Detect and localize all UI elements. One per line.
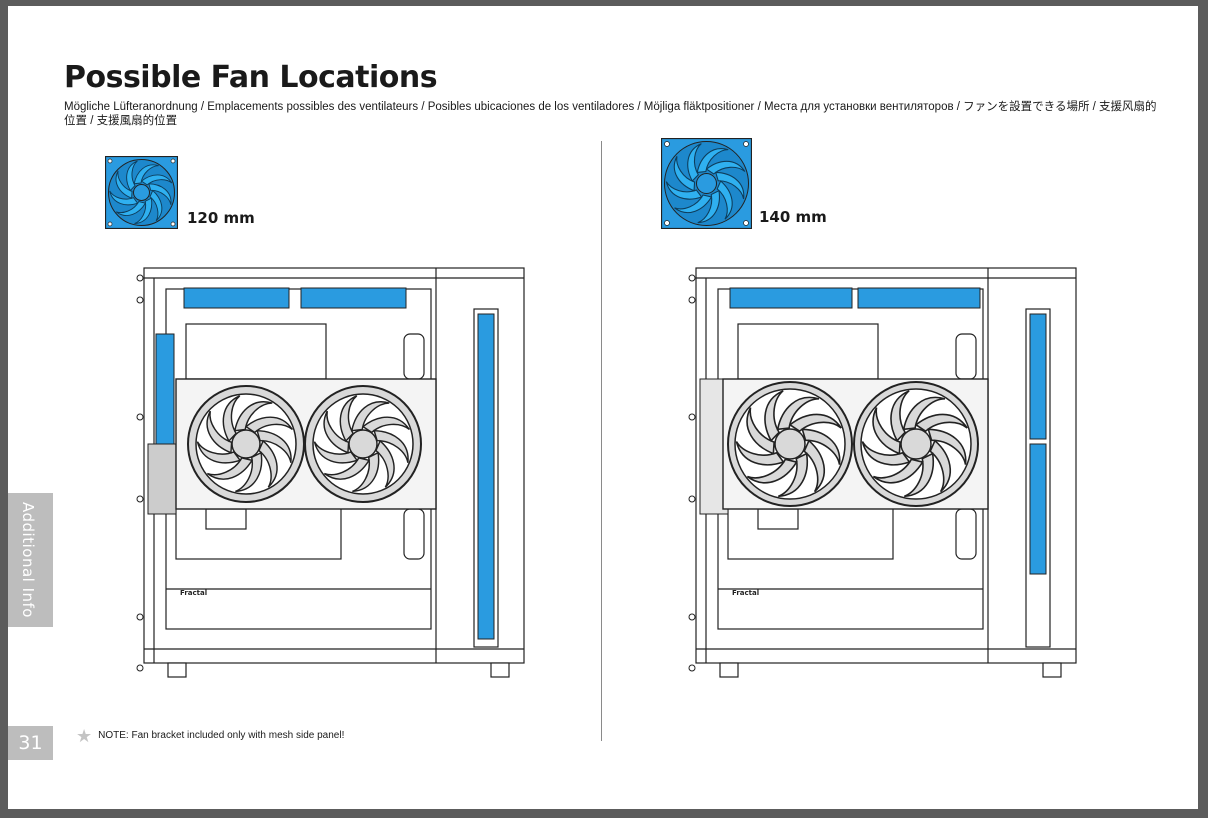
fan-140mm-icon bbox=[661, 138, 752, 229]
case-logo-120: Fractal bbox=[180, 589, 207, 597]
case-logo-140: Fractal bbox=[732, 589, 759, 597]
panel-divider bbox=[601, 141, 602, 741]
side-tab-label: Additional Info bbox=[19, 502, 38, 618]
fan-120mm-icon bbox=[105, 156, 178, 229]
side-tab: Additional Info bbox=[8, 493, 53, 627]
page-subtitle: Mögliche Lüfteranordnung / Emplacements … bbox=[64, 101, 1157, 127]
page-title: Possible Fan Locations bbox=[64, 60, 438, 95]
star-icon: ★ bbox=[76, 725, 93, 746]
case-diagram-120mm: Fractal bbox=[136, 267, 525, 678]
footnote: ★ NOTE: Fan bracket included only with m… bbox=[76, 725, 345, 746]
footnote-text: NOTE: Fan bracket included only with mes… bbox=[98, 730, 345, 741]
manual-page: Possible Fan Locations Mögliche Lüfteran… bbox=[8, 6, 1198, 809]
fan-size-label-120: 120 mm bbox=[187, 209, 255, 227]
page-number: 31 bbox=[8, 726, 53, 760]
case-diagram-140mm: Fractal bbox=[688, 267, 1077, 678]
fan-size-label-140: 140 mm bbox=[759, 208, 827, 226]
